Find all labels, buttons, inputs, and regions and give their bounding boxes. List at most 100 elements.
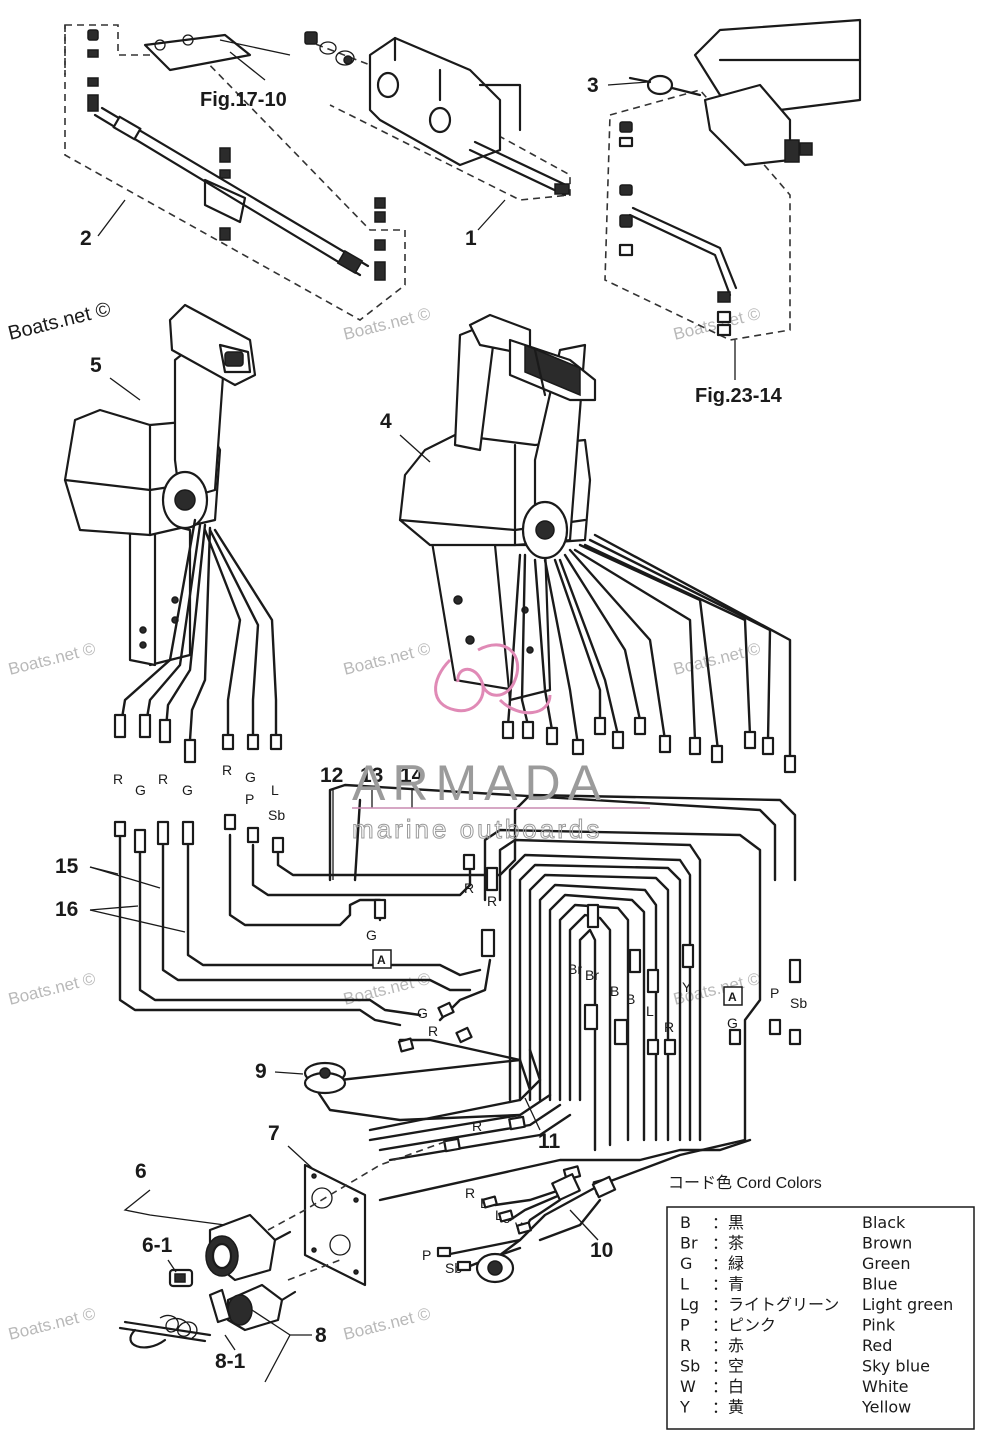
- wire-label: R: [487, 893, 497, 909]
- legend-japanese: ：茶: [712, 1234, 744, 1253]
- connector-a-left: A: [372, 949, 392, 969]
- svg-text:A: A: [728, 990, 737, 1004]
- legend-english: Brown: [862, 1234, 912, 1253]
- lead-tips-box-4: [501, 716, 797, 774]
- legend-japanese: ：青: [712, 1275, 744, 1294]
- wire-label: Sb: [790, 995, 807, 1011]
- legend-english: Pink: [862, 1316, 896, 1335]
- wire-label: P: [422, 1247, 431, 1263]
- wire-label: R: [158, 771, 168, 787]
- wire-label: P: [770, 985, 779, 1001]
- wire-label: R: [428, 1023, 438, 1039]
- callout-1: 1: [465, 227, 477, 250]
- legend-japanese: ：ライトグリーン: [712, 1295, 839, 1314]
- callout-7: 7: [268, 1122, 280, 1145]
- figure-ref-17-10: Fig.17-10: [200, 89, 287, 111]
- callout-6-1: 6-1: [142, 1234, 173, 1257]
- legend-code: Br: [680, 1234, 698, 1253]
- legend-japanese: ：空: [712, 1357, 744, 1376]
- legend-code: R: [680, 1336, 691, 1355]
- callout-5: 5: [90, 354, 102, 377]
- legend-code: Y: [679, 1398, 690, 1417]
- wire-color-labels-harness-10: R B Lg W P Sb: [422, 1185, 529, 1276]
- watermark: Boats.net ©: [671, 639, 762, 679]
- callout-12: 12: [320, 764, 343, 787]
- main-switch-6: [168, 1213, 292, 1288]
- legend-title: コード色 Cord Colors: [668, 1174, 822, 1192]
- legend-english: Sky blue: [862, 1357, 930, 1376]
- stop-switch-8: [118, 1283, 297, 1349]
- legend-japanese: ：緑: [712, 1254, 744, 1273]
- watermark-main: Boats.net ©: [6, 298, 113, 345]
- callout-3: 3: [587, 74, 599, 97]
- callout-14: 14: [400, 764, 424, 787]
- figure-ref-23-14: Fig.23-14: [695, 385, 783, 407]
- callout-4: 4: [380, 410, 392, 433]
- brand-tagline: marine outboards: [352, 814, 602, 844]
- legend-english: Yellow: [861, 1398, 911, 1417]
- remote-control-box-5: [63, 303, 257, 667]
- wire-label: R: [222, 762, 232, 778]
- callout-8: 8: [315, 1324, 327, 1347]
- callout-10: 10: [590, 1239, 613, 1262]
- wire-label: B: [610, 983, 619, 999]
- wire-label: Y: [682, 979, 692, 995]
- wire-label: R: [664, 1019, 674, 1035]
- legend-box: [666, 1206, 975, 1430]
- legend-code: P: [680, 1316, 690, 1335]
- legend-english: Red: [862, 1336, 892, 1355]
- callout-8-1: 8-1: [215, 1350, 246, 1373]
- wire-label: R: [113, 771, 123, 787]
- legend-english: White: [862, 1377, 909, 1396]
- legend-japanese: ：赤: [712, 1336, 744, 1355]
- connectors: [113, 713, 802, 1195]
- legend-code: Sb: [680, 1357, 700, 1376]
- legend-code: Lg: [680, 1295, 699, 1314]
- callout-11: 11: [538, 1130, 561, 1153]
- legend-english: Light green: [862, 1295, 953, 1314]
- watermark: Boats.net ©: [341, 969, 432, 1009]
- legend-japanese: ：ピンク: [712, 1316, 776, 1335]
- legend-code: L: [680, 1275, 689, 1294]
- watermark: Boats.net ©: [341, 304, 432, 344]
- callout-2: 2: [80, 227, 92, 250]
- legend-code: W: [680, 1377, 696, 1396]
- watermark: Boats.net ©: [341, 1304, 432, 1344]
- callout-13: 13: [360, 764, 383, 787]
- wire-color-labels-center: R R G G R: [366, 880, 497, 1039]
- legend-english: Blue: [862, 1275, 897, 1294]
- cable-assembly-2: [64, 24, 406, 321]
- legend-japanese: ：黒: [712, 1213, 744, 1232]
- engine-fitting-3: [604, 18, 862, 341]
- wire-label: G: [182, 782, 193, 798]
- wire-label: B: [626, 991, 635, 1007]
- brand-name: ARMADA: [352, 755, 608, 811]
- legend-code: B: [680, 1213, 691, 1232]
- wire-label: L: [646, 1003, 654, 1019]
- legend-english: Green: [862, 1254, 910, 1273]
- wire-color-labels-right: Br Br B B L R Y G P Sb R: [472, 961, 807, 1134]
- wire-label: Br: [568, 961, 582, 977]
- wire-label: R: [464, 880, 474, 896]
- wire-label: G: [245, 769, 256, 785]
- legend-japanese: ：黄: [712, 1398, 744, 1417]
- connector-a-right: A: [723, 986, 743, 1006]
- wire-label: R: [465, 1185, 475, 1201]
- wire-label: R: [472, 1118, 482, 1134]
- harness-10: [436, 1138, 747, 1284]
- legend-english: Black: [862, 1213, 906, 1232]
- wire-label: G: [727, 1015, 738, 1031]
- callout-6: 6: [135, 1160, 147, 1183]
- wire-label: L: [271, 782, 279, 798]
- watermark: Boats.net ©: [6, 1304, 97, 1344]
- wire-label: P: [245, 791, 254, 807]
- buzzer-9: [303, 1061, 347, 1095]
- wire-label: G: [366, 927, 377, 943]
- leads-box-4: [506, 533, 792, 762]
- legend-japanese: ：白: [712, 1377, 744, 1396]
- legend-code: G: [680, 1254, 692, 1273]
- callout-16: 16: [55, 898, 78, 921]
